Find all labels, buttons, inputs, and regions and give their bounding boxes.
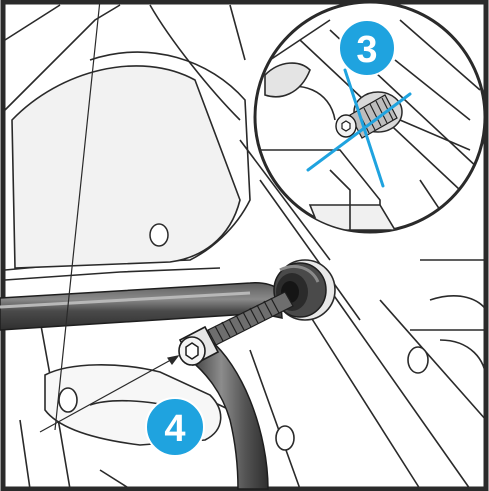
callout-4: 4	[145, 397, 205, 457]
hex-socket-bolt-icon	[178, 325, 220, 367]
callout-4-label: 4	[164, 408, 185, 450]
crash-bar-highlight	[0, 291, 251, 309]
callout-3-label: 3	[356, 29, 377, 71]
side-panel	[11, 65, 241, 269]
callout-3: 3	[338, 19, 396, 77]
mounting-eye	[273, 259, 336, 321]
leader-lines	[39, 0, 180, 433]
crash-bar-tube-curved	[188, 338, 269, 490]
panel-hole	[149, 223, 169, 247]
detail-inset	[253, 0, 487, 234]
cross-out-icon	[306, 68, 412, 188]
bolt-thread	[207, 291, 294, 346]
